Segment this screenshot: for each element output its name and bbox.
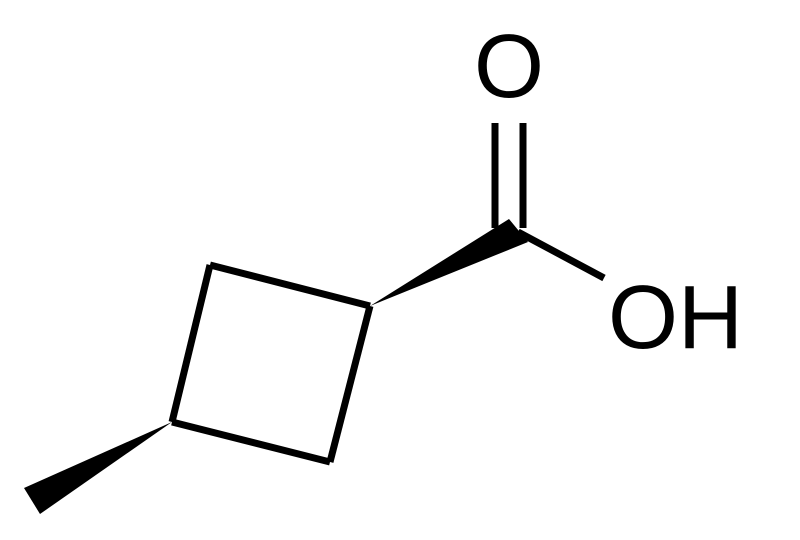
ring-bond-right xyxy=(326,305,374,463)
methyl-wedge-bond xyxy=(24,422,172,514)
carbonyl-double-bond xyxy=(491,123,527,228)
cyclobutane-ring xyxy=(168,261,374,466)
carbonyl-oxygen-label: O xyxy=(474,17,544,117)
ring-bond-bottom xyxy=(171,418,331,466)
hydroxyl-bond xyxy=(516,228,606,282)
ring-bond-top xyxy=(209,261,371,310)
ring-bond-left xyxy=(168,264,214,423)
hydroxyl-label: OH xyxy=(608,268,743,368)
carboxyl-wedge-bond xyxy=(370,219,528,306)
